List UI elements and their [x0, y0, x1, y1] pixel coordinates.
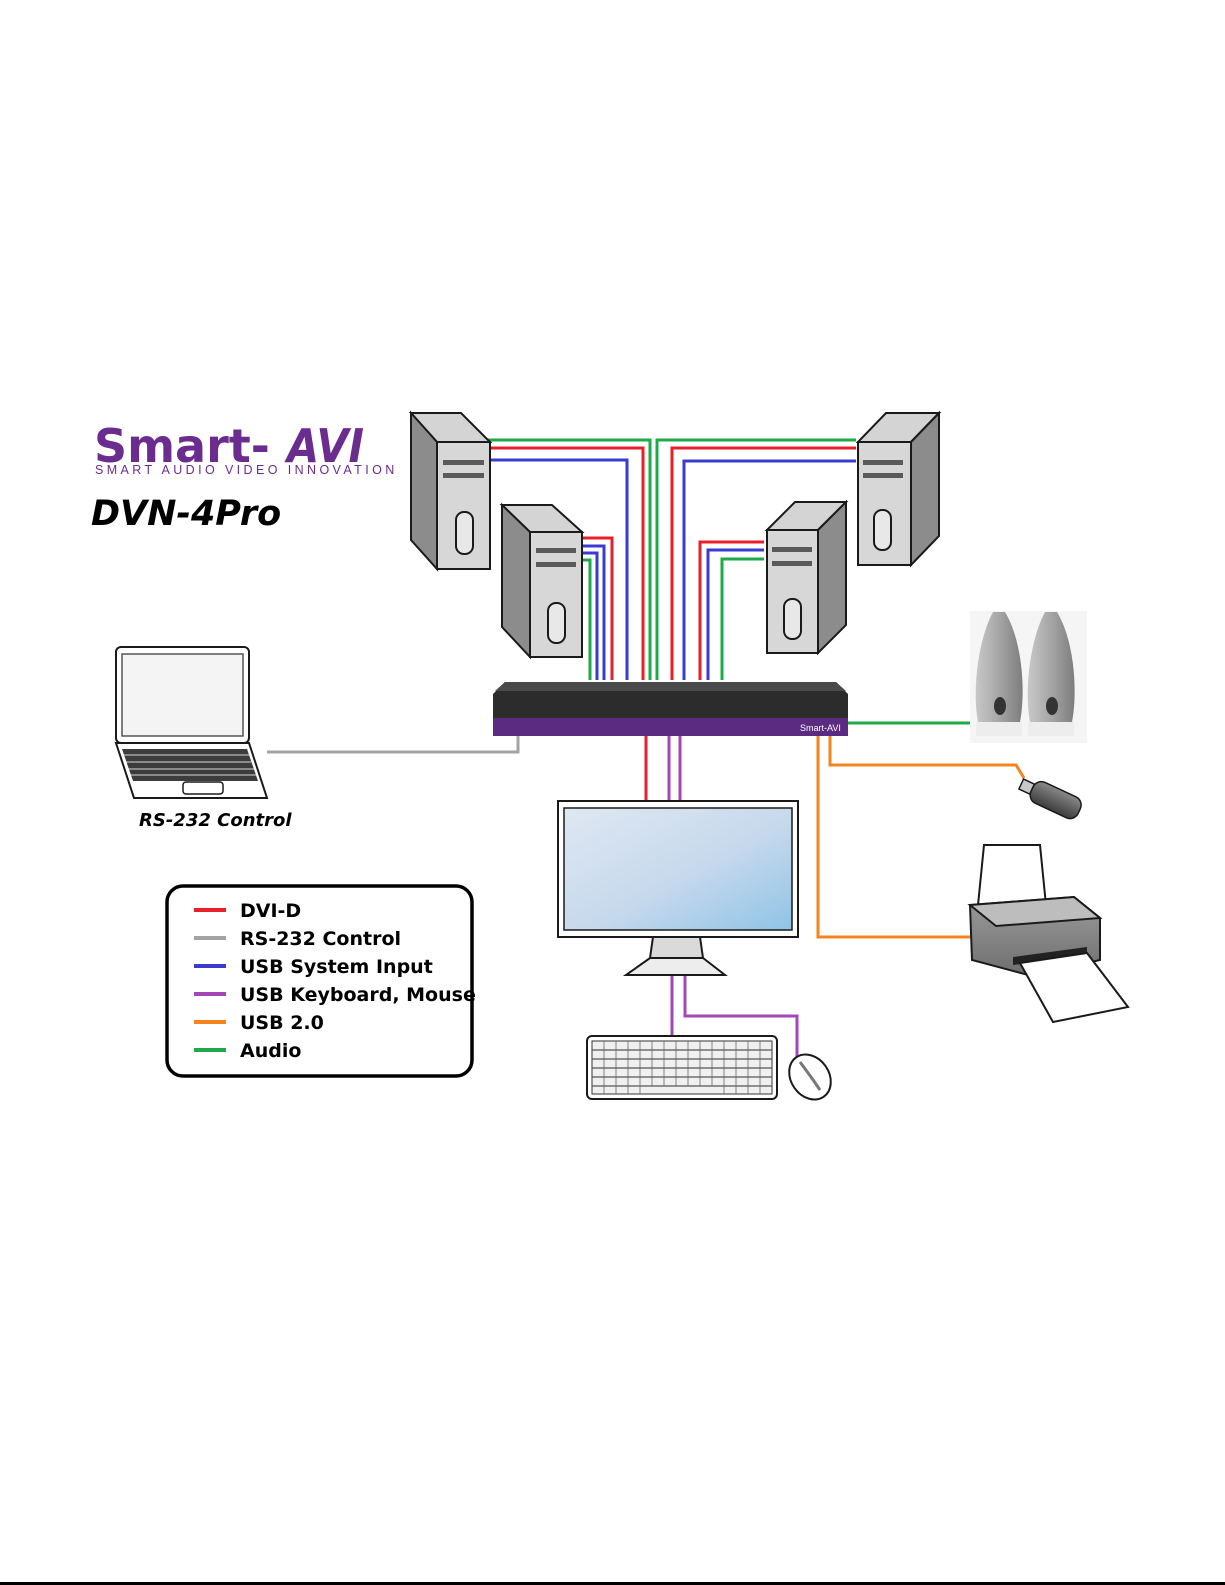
printer-icon [970, 845, 1128, 1022]
speakers-icon [970, 611, 1087, 743]
brand-tagline: SMART AUDIO VIDEO INNOVATION [95, 463, 398, 477]
brand-logo: Smart- AVI SMART AUDIO VIDEO INNOVATION [94, 419, 398, 477]
cable-dvi [700, 542, 764, 680]
legend-label: USB System Input [240, 956, 433, 978]
computer-icon [502, 505, 582, 657]
legend-label: RS-232 Control [240, 928, 401, 950]
legend-label: DVI-D [240, 900, 301, 922]
switch-brand-label: Smart-AVI [800, 723, 841, 733]
cable-audio [722, 559, 764, 680]
monitor-icon [558, 801, 798, 975]
cable-rs232 [267, 734, 518, 752]
usb-drive-icon [1016, 774, 1084, 822]
laptop-icon [116, 647, 267, 798]
cable-usb-system [708, 550, 764, 680]
mouse-icon [781, 1046, 840, 1107]
legend-label: USB 2.0 [240, 1012, 324, 1034]
legend-label: Audio [240, 1040, 301, 1062]
kvm-switch-icon: Smart-AVI [493, 682, 848, 736]
laptop-caption: RS-232 Control [139, 810, 292, 831]
legend-label: USB Keyboard, Mouse [240, 984, 476, 1006]
keyboard-icon [587, 1036, 777, 1099]
computer-icon [767, 502, 846, 653]
computer-icon [858, 413, 939, 565]
model-title: DVN-4Pro [91, 494, 281, 534]
computer-icon [411, 413, 490, 569]
